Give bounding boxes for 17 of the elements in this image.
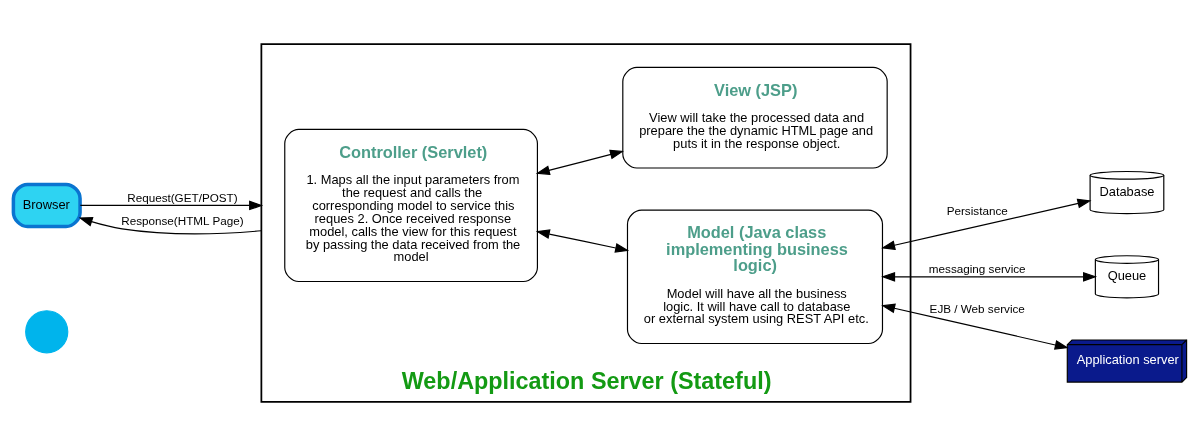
arrow	[79, 200, 264, 211]
edge-label: Persistance	[946, 203, 1008, 217]
arrow	[535, 149, 624, 175]
arrow	[78, 217, 262, 235]
arrow	[881, 198, 1092, 250]
edge-label: messaging service	[928, 262, 1026, 276]
arrow	[881, 303, 1069, 350]
node-box: Controller (Servlet) 1. Maps all the input parameters from the request and calls the corresponding model to service this reques 2. Once received response model, calls the view for this request by passing the data received from the model	[284, 128, 538, 283]
node-person	[25, 310, 69, 354]
edge-label: Response(HTML Page)	[121, 214, 244, 228]
edge-label: Request(GET/POST)	[127, 190, 238, 204]
node-box: Model (Java class implementing business logic) Model will have all the business logic. It will have call to database or external system using REST API etc.	[626, 209, 884, 345]
arrow	[881, 271, 1098, 282]
node-box: Browser	[11, 182, 82, 229]
node-box: View (JSP) View will take the processed data and prepare the the dynamic HTML page and puts it in the response object.	[622, 66, 888, 169]
edge-label: EJB / Web service	[929, 302, 1025, 316]
arrow	[535, 229, 630, 253]
